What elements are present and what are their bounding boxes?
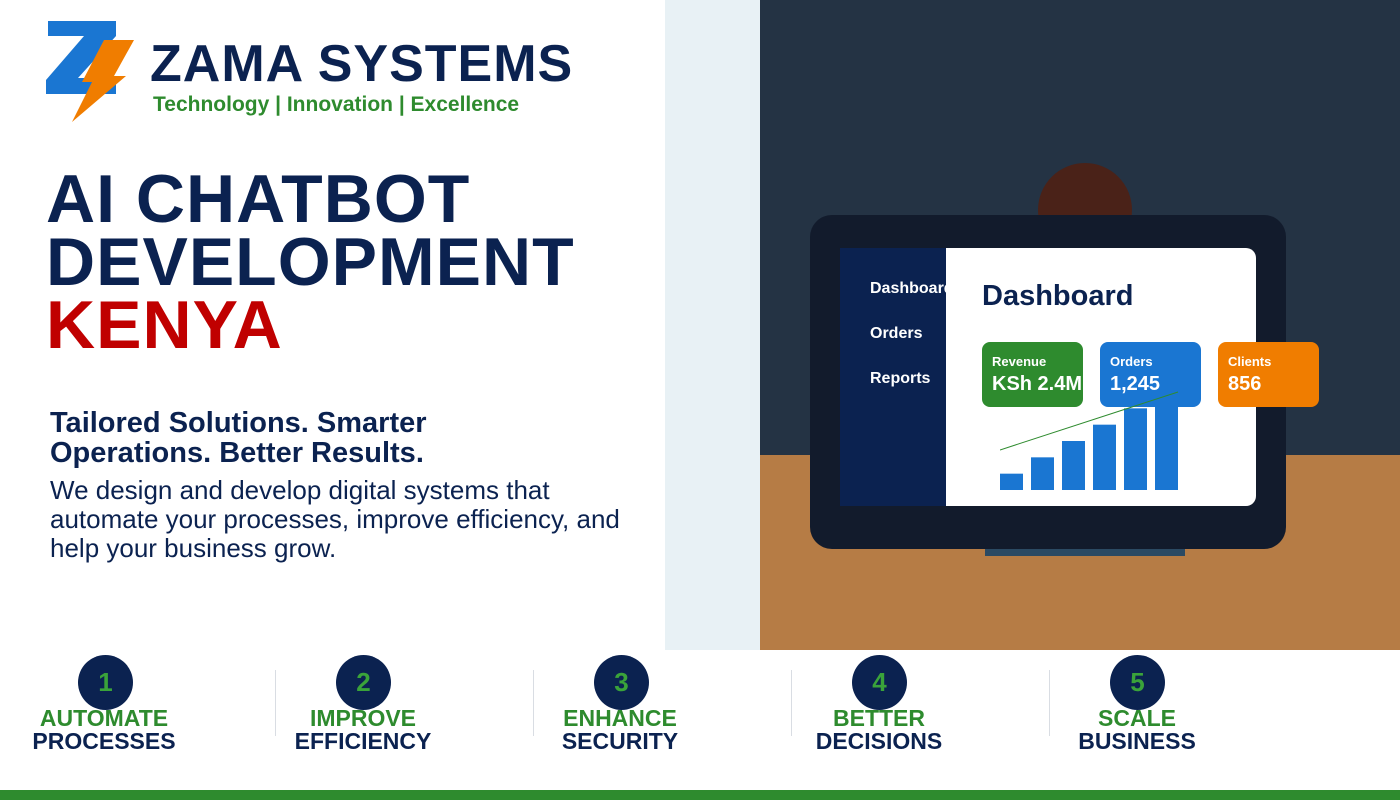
headline-line-3: KENYA (46, 287, 283, 363)
dashboard-sidebar: Dashboard Orders Reports (840, 248, 946, 506)
benefit-4-title: BETTER (833, 705, 925, 731)
trend-line (1000, 391, 1179, 451)
benefit-3-title: ENHANCE (563, 705, 677, 731)
chart-bar (1031, 457, 1054, 490)
benefit-4: 4 BETTER DECISIONS (750, 650, 1008, 790)
sidebar-item-reports: Reports (870, 370, 931, 387)
card-revenue-value: KSh 2.4M (992, 373, 1083, 395)
card-clients-value: 856 (1228, 373, 1262, 395)
bottom-accent-bar (0, 790, 1400, 800)
benefit-number-1: 1 (78, 655, 133, 710)
brand-tagline: Technology | Innovation | Excellence (153, 93, 520, 116)
benefit-2-title: IMPROVE (309, 705, 417, 731)
brand-name: ZAMA SYSTEMS (150, 35, 574, 93)
hero-headline: AI CHATBOT DEVELOPMENT KENYA (46, 161, 575, 363)
sidebar-item-orders: Orders (870, 325, 923, 342)
benefit-1: 1 AUTOMATE PROCESSES (0, 650, 233, 790)
benefit-5: 5 SCALE BUSINESS (1008, 650, 1266, 790)
benefit-number-3: 3 (594, 655, 649, 710)
zama-logo-icon (46, 21, 134, 122)
card-clients-label: Clients (1228, 354, 1272, 369)
benefit-5-subtitle: BUSINESS (1078, 728, 1196, 754)
light-panel (665, 0, 760, 650)
benefit-3-subtitle: SECURITY (561, 728, 679, 754)
sub-heading: Tailored Solutions. Smarter Operations. … (50, 407, 427, 469)
benefits-strip: 1 AUTOMATE PROCESSES 2 IMPROVE EFFICIENC… (0, 650, 1400, 790)
benefit-number-2: 2 (336, 655, 391, 710)
office-illustration: Dashboard Orders Reports Dashboard (760, 0, 1400, 650)
chart-bar (1062, 441, 1085, 490)
benefit-number-4: 4 (852, 655, 907, 710)
chart-bar (1093, 424, 1116, 490)
chart-bar (1000, 473, 1023, 490)
benefit-2: 2 IMPROVE EFFICIENCY (234, 650, 492, 790)
benefit-3: 3 ENHANCE SECURITY (491, 650, 749, 790)
chart-bar (1124, 408, 1147, 490)
benefit-5-title: SCALE (1098, 705, 1176, 731)
divider (791, 670, 792, 736)
dashboard-title: Dashboard (982, 280, 1134, 312)
card-clients: Clients 856 (1218, 342, 1319, 407)
card-orders-value: 1,245 (1110, 373, 1161, 395)
headline-line-1: AI CHATBOT (46, 161, 471, 237)
card-revenue-label: Revenue (992, 354, 1047, 369)
hero-description: We design and develop digital systems th… (50, 475, 620, 563)
sidebar-item-dashboard: Dashboard (870, 280, 946, 297)
benefit-2-subtitle: EFFICIENCY (294, 728, 432, 754)
benefit-1-title: AUTOMATE (39, 705, 169, 731)
benefit-4-subtitle: DECISIONS (815, 728, 943, 754)
card-orders-label: Orders (1110, 354, 1153, 369)
divider (533, 670, 534, 736)
benefit-1-subtitle: PROCESSES (32, 728, 176, 754)
divider (275, 670, 276, 736)
card-orders: Orders 1,245 (1100, 342, 1201, 407)
chart-bar (1155, 392, 1178, 490)
divider (1049, 670, 1050, 736)
headline-line-2: DEVELOPMENT (46, 224, 575, 300)
growth-bar-chart (1000, 391, 1179, 490)
card-revenue: Revenue KSh 2.4M (982, 342, 1083, 407)
benefit-number-5: 5 (1110, 655, 1165, 710)
